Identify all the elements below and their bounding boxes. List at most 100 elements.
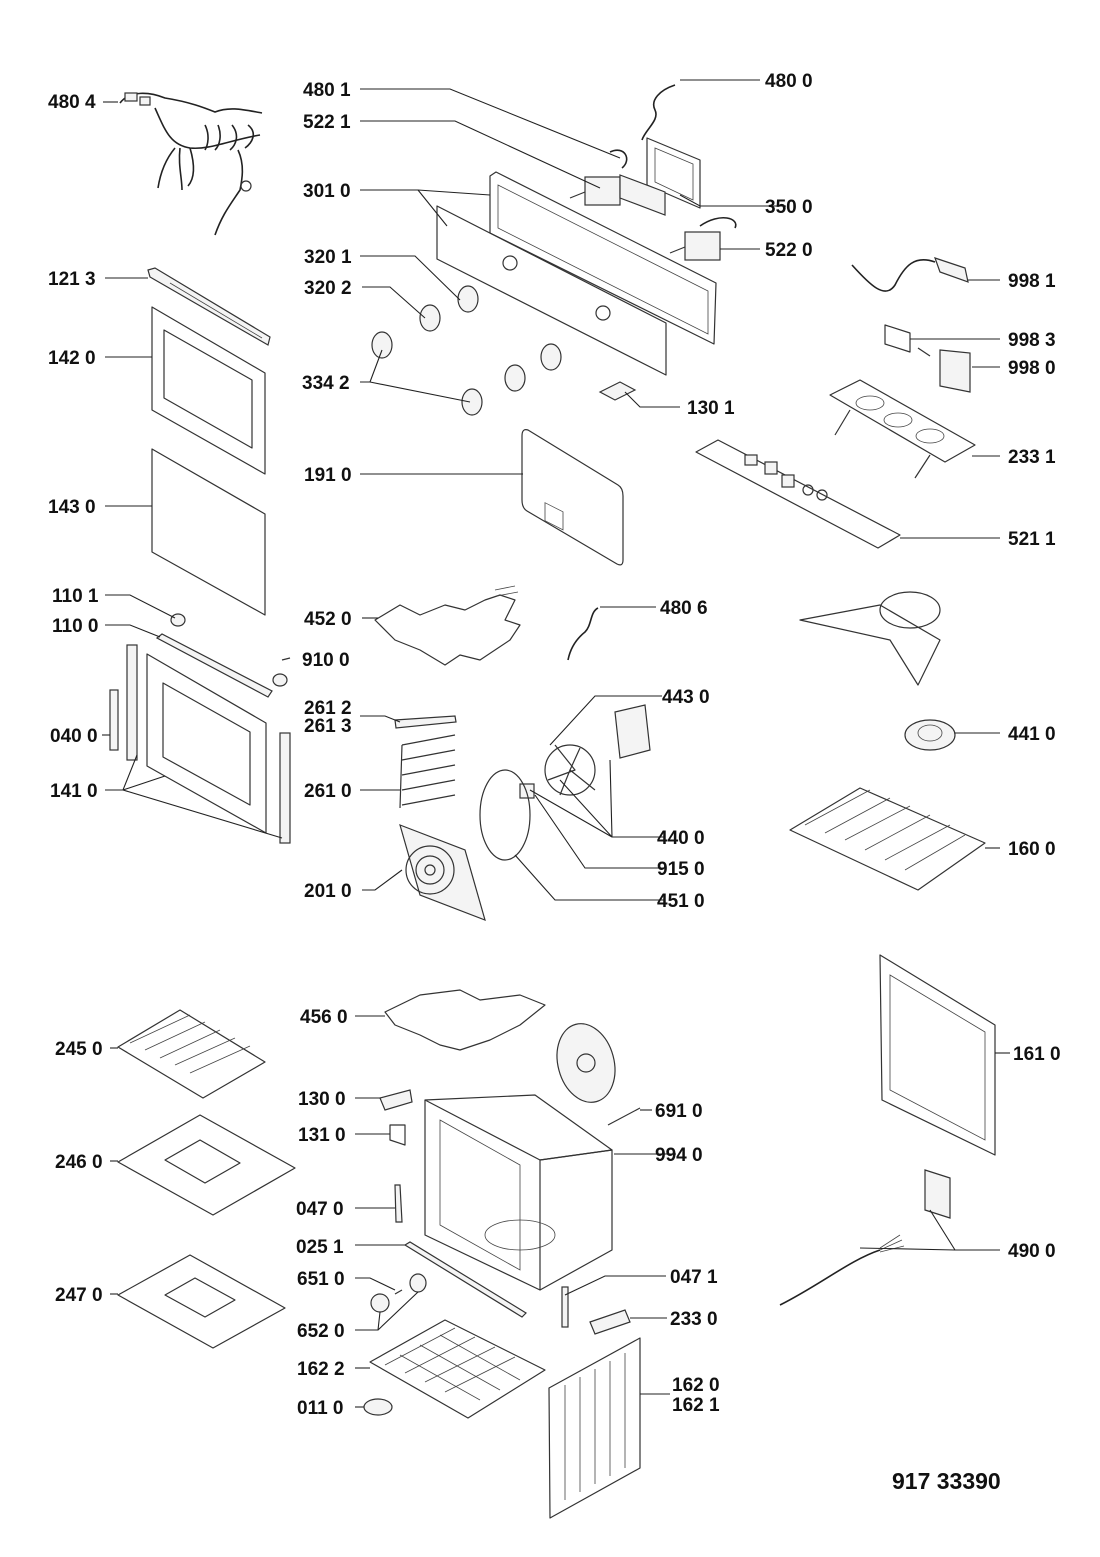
part-label: 320 1 — [304, 247, 352, 268]
part-label: 301 0 — [303, 181, 351, 202]
leader-lines — [102, 79, 1010, 1408]
part-label: 522 1 — [303, 112, 351, 133]
door-hinge-part — [109, 644, 291, 844]
part-label: 110 0 — [52, 616, 99, 637]
part-label: 651 0 — [297, 1269, 345, 1290]
control-board-part — [695, 439, 901, 549]
part-label: 691 0 — [655, 1101, 703, 1122]
clip-part — [561, 1286, 631, 1335]
bottom-element-part — [384, 989, 546, 1051]
control-panel-part — [436, 171, 717, 531]
part-label: 110 1 — [52, 586, 99, 607]
part-label: 261 2 — [304, 698, 352, 719]
door-top-trim-part — [147, 267, 271, 346]
baking-tray-part — [117, 1114, 296, 1349]
part-label: 261 3 — [304, 716, 352, 737]
part-label: 350 0 — [765, 197, 813, 218]
part-label: 334 2 — [302, 373, 350, 394]
part-label: 131 0 — [298, 1125, 346, 1146]
back-wall-part — [879, 954, 996, 1156]
programmer-part — [619, 137, 701, 216]
part-label: 915 0 — [657, 859, 705, 880]
fan-plate-part — [556, 1023, 641, 1126]
part-label: 245 0 — [55, 1039, 103, 1060]
part-label: 247 0 — [55, 1285, 103, 1306]
small-bracket-part — [379, 1089, 413, 1223]
part-label: 456 0 — [300, 1007, 348, 1028]
part-label: 201 0 — [304, 881, 352, 902]
oven-cavity-part — [424, 1094, 613, 1291]
part-label: 246 0 — [55, 1152, 103, 1173]
door-profile-part — [155, 633, 273, 698]
base-shelf-part — [369, 1319, 546, 1419]
part-label: 162 2 — [297, 1359, 345, 1380]
oven-lamp-part — [370, 1273, 427, 1313]
door-gasket-part — [521, 429, 624, 566]
foot-part — [363, 1398, 393, 1416]
part-label: 994 0 — [655, 1145, 703, 1166]
part-label: 040 0 — [50, 726, 98, 747]
wire-part — [641, 84, 676, 141]
door-switch-part — [598, 381, 637, 401]
fan-motor-cover-part — [799, 591, 956, 751]
part-label: 130 1 — [687, 398, 735, 419]
part-label: 480 6 — [660, 598, 708, 619]
mains-cable-part — [779, 1169, 951, 1306]
part-label: 141 0 — [50, 781, 98, 802]
part-label: 047 0 — [296, 1199, 344, 1220]
part-label: 490 0 — [1008, 1241, 1056, 1262]
part-label: 480 1 — [303, 80, 351, 101]
cable-part — [851, 257, 969, 292]
fan-motor-part — [519, 704, 651, 799]
part-label: 142 0 — [48, 348, 96, 369]
part-label: 452 0 — [304, 609, 352, 630]
part-label: 480 0 — [765, 71, 813, 92]
part-label: 480 4 — [48, 92, 96, 113]
door-inner-glass-part — [151, 306, 266, 475]
side-grid-part — [548, 1337, 641, 1519]
part-label: 441 0 — [1008, 724, 1056, 745]
part-label: 443 0 — [662, 687, 710, 708]
part-label: 521 1 — [1008, 529, 1056, 550]
part-label: 160 0 — [1008, 839, 1056, 860]
wire-part — [567, 607, 599, 661]
part-label: 522 0 — [765, 240, 813, 261]
wiring-harness-part — [119, 92, 263, 236]
part-label: 233 1 — [1008, 447, 1056, 468]
part-label: 025 1 — [296, 1237, 344, 1258]
part-label: 998 1 — [1008, 271, 1056, 292]
rear-panel-part — [399, 824, 486, 921]
part-label: 233 0 — [670, 1309, 718, 1330]
door-glass-part — [151, 448, 266, 616]
shelf-rail-part — [394, 715, 457, 809]
part-label: 143 0 — [48, 497, 96, 518]
knob-part — [371, 285, 562, 416]
part-label: 011 0 — [297, 1398, 344, 1419]
selector-switch-part — [569, 149, 737, 261]
part-label: 261 0 — [304, 781, 352, 802]
part-label: 162 0 — [672, 1375, 720, 1396]
document-number: 917 33390 — [892, 1468, 1001, 1494]
part-label: 162 1 — [672, 1395, 720, 1416]
part-label: 652 0 — [297, 1321, 345, 1342]
circular-element-part — [479, 769, 531, 861]
part-label: 440 0 — [657, 828, 705, 849]
door-cap-part — [170, 613, 291, 687]
board-bracket-part — [829, 379, 976, 479]
part-label: 191 0 — [304, 465, 352, 486]
oven-shelf-part — [789, 787, 986, 891]
part-label: 998 3 — [1008, 330, 1056, 351]
part-label: 998 0 — [1008, 358, 1056, 379]
part-label: 320 2 — [304, 278, 352, 299]
grill-element-part — [374, 585, 521, 666]
part-label: 910 0 — [302, 650, 350, 671]
grill-rack-part — [117, 1009, 266, 1099]
part-label: 161 0 — [1013, 1044, 1061, 1065]
part-label: 121 3 — [48, 269, 96, 290]
part-label: 047 1 — [670, 1267, 718, 1288]
part-label: 451 0 — [657, 891, 705, 912]
part-labels: 480 4 480 1 522 1 480 0 301 0 350 0 522 … — [48, 71, 1061, 1419]
module-part — [884, 324, 971, 393]
front-strip-part — [403, 1241, 527, 1318]
